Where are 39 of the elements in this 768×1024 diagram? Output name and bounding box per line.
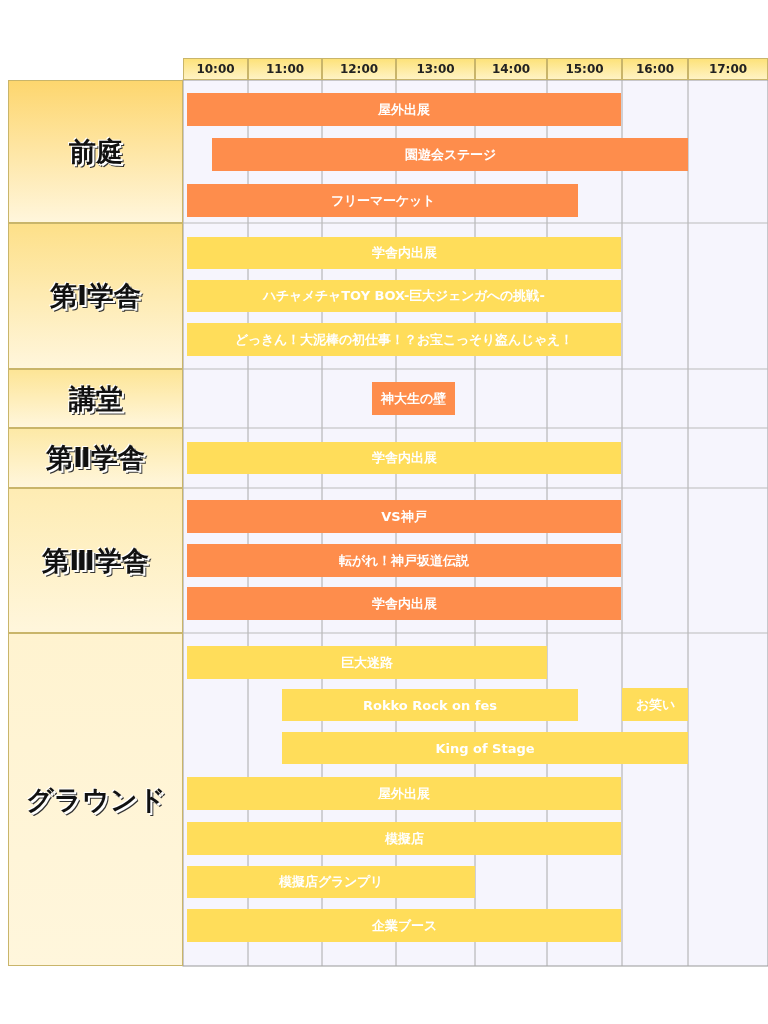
- time-header: 13:00: [396, 58, 475, 80]
- event-bar: 学舎内出展: [187, 442, 621, 474]
- venue-name: 第Ⅰ学舎: [49, 279, 141, 313]
- time-header: 10:00: [183, 58, 248, 80]
- event-bar: King of Stage: [282, 732, 688, 764]
- venue-header-cell: [8, 633, 183, 966]
- event-bar: 転がれ！神戸坂道伝説: [187, 544, 621, 577]
- event-bar: どっきん！大泥棒の初仕事！？お宝こっそり盗んじゃえ！: [187, 323, 621, 356]
- venue-name: 第Ⅲ学舎: [42, 543, 149, 578]
- time-header: 15:00: [547, 58, 622, 80]
- venue-name: 第Ⅱ学舎: [46, 441, 145, 475]
- event-bar: 模擬店: [187, 822, 621, 855]
- event-bar: 企業ブース: [187, 909, 621, 942]
- event-bar: 学舎内出展: [187, 237, 621, 269]
- time-header: 16:00: [622, 58, 688, 80]
- venue-name: 前庭: [68, 134, 123, 169]
- event-bar: 神大生の壁: [372, 382, 455, 415]
- event-bar: 学舎内出展: [187, 587, 621, 620]
- venue-header-cell: [8, 428, 183, 488]
- event-bar: お笑い: [622, 688, 688, 721]
- time-header: 17:00: [688, 58, 768, 80]
- venue-header-cell: [8, 80, 183, 223]
- event-bar: 模擬店グランプリ: [187, 866, 475, 898]
- venue-header-cell: [8, 369, 183, 428]
- time-header: 12:00: [322, 58, 396, 80]
- venue-name: グラウンド: [25, 782, 166, 817]
- event-bar: VS神戸: [187, 500, 621, 533]
- time-header: 14:00: [475, 58, 547, 80]
- event-bar: フリーマーケット: [187, 184, 578, 217]
- venue-header-cell: [8, 223, 183, 369]
- venue-header-cell: [8, 488, 183, 633]
- event-bar: 屋外出展: [187, 93, 621, 126]
- time-header: 11:00: [248, 58, 322, 80]
- event-bar: 巨大迷路: [187, 646, 547, 679]
- event-bar: 屋外出展: [187, 777, 621, 810]
- event-bar: ハチャメチャTOY BOX-巨大ジェンガへの挑戦-: [187, 280, 621, 312]
- event-bar: Rokko Rock on fes: [282, 689, 578, 721]
- venue-name: 講堂: [68, 381, 123, 416]
- event-bar: 園遊会ステージ: [212, 138, 688, 171]
